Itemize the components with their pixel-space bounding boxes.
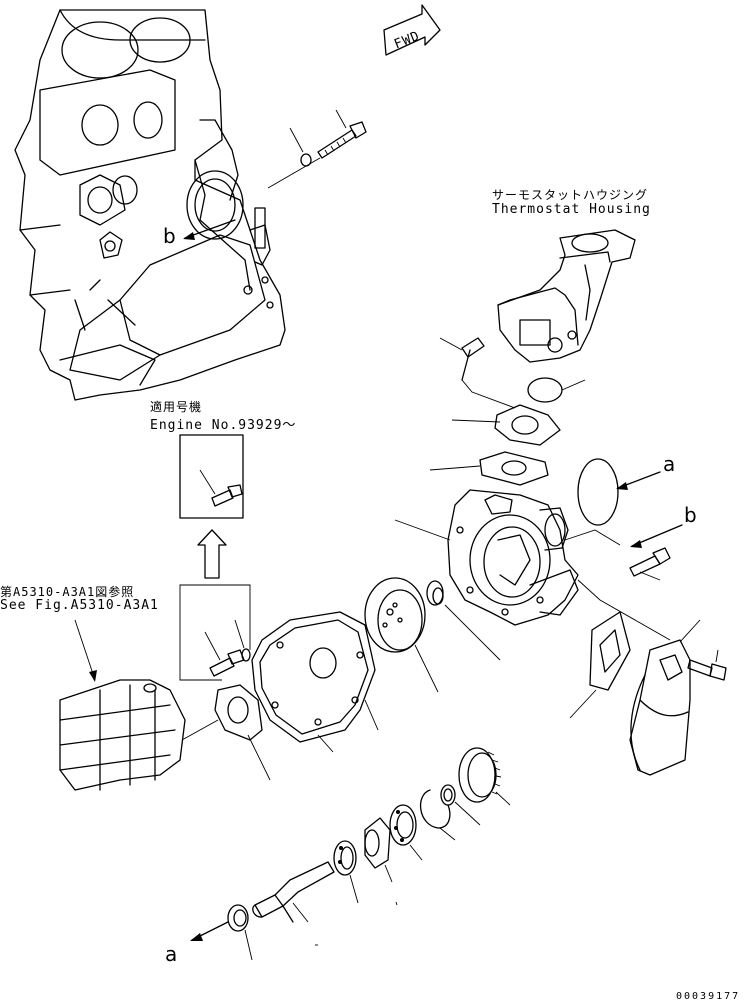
fwd-arrow-icon [383, 4, 441, 56]
leader-line [577, 579, 671, 641]
gasket-left [214, 684, 271, 781]
marker-arrow-a-upper [616, 471, 661, 490]
bolt-thermostat [439, 337, 516, 409]
see-fig-label-jp: 第A5310-A3A1図参照 [0, 585, 135, 599]
thermostat [527, 377, 563, 403]
bearing-large [389, 804, 423, 861]
view-circle-a [577, 458, 619, 526]
engine-block [14, 9, 286, 401]
marker-a-lower: a [165, 942, 179, 966]
bolt-right [629, 547, 671, 581]
water-elbow-pipe [629, 619, 701, 776]
marker-arrow-a-lower [190, 921, 229, 941]
thermostat-housing-label-jp: サーモスタットハウジング [492, 188, 649, 202]
marker-a-upper: a [663, 452, 677, 476]
thermostat-housing-label-en: Thermostat Housing [492, 202, 651, 217]
impeller [364, 577, 439, 693]
oil-seal [227, 904, 253, 961]
up-arrow-icon [197, 529, 227, 579]
engine-no-detail-box [179, 434, 244, 519]
see-fig-label-en: See Fig.A5310-A3A1 [0, 598, 159, 613]
engine-no-label-jp: 適用号機 [150, 400, 203, 414]
drawing-number: 00039177 [676, 991, 741, 1002]
bracket-line [179, 600, 222, 681]
snap-ring [419, 789, 456, 841]
bearing-shaft [333, 840, 359, 904]
marker-arrow-b-upper [183, 219, 236, 240]
bolt-with-washer [267, 109, 367, 189]
leader-line [564, 529, 621, 546]
marker-b-lower: b [684, 503, 698, 527]
gasket-elbow [569, 611, 631, 719]
engine-no-label-en: Engine No.93929～ [150, 418, 297, 433]
thermostat-cover [451, 404, 561, 446]
pump-shaft [252, 861, 335, 923]
oil-cooler-housing [59, 619, 219, 791]
marker-b-upper: b [163, 224, 177, 248]
pump-cover-plate [251, 611, 379, 753]
marker-arrow-b-lower [630, 524, 683, 548]
bracket-line [179, 584, 251, 650]
gasket-thermostat [429, 451, 549, 486]
drive-gear [458, 747, 511, 806]
thermostat-housing [497, 229, 636, 363]
bolt-left [204, 619, 251, 677]
water-pump-body [394, 489, 579, 626]
seal-ring [426, 580, 501, 661]
tick-mark [395, 901, 398, 906]
bolt-elbow [687, 649, 727, 681]
spacer-sleeve [364, 817, 393, 883]
bearing-small [440, 784, 481, 826]
